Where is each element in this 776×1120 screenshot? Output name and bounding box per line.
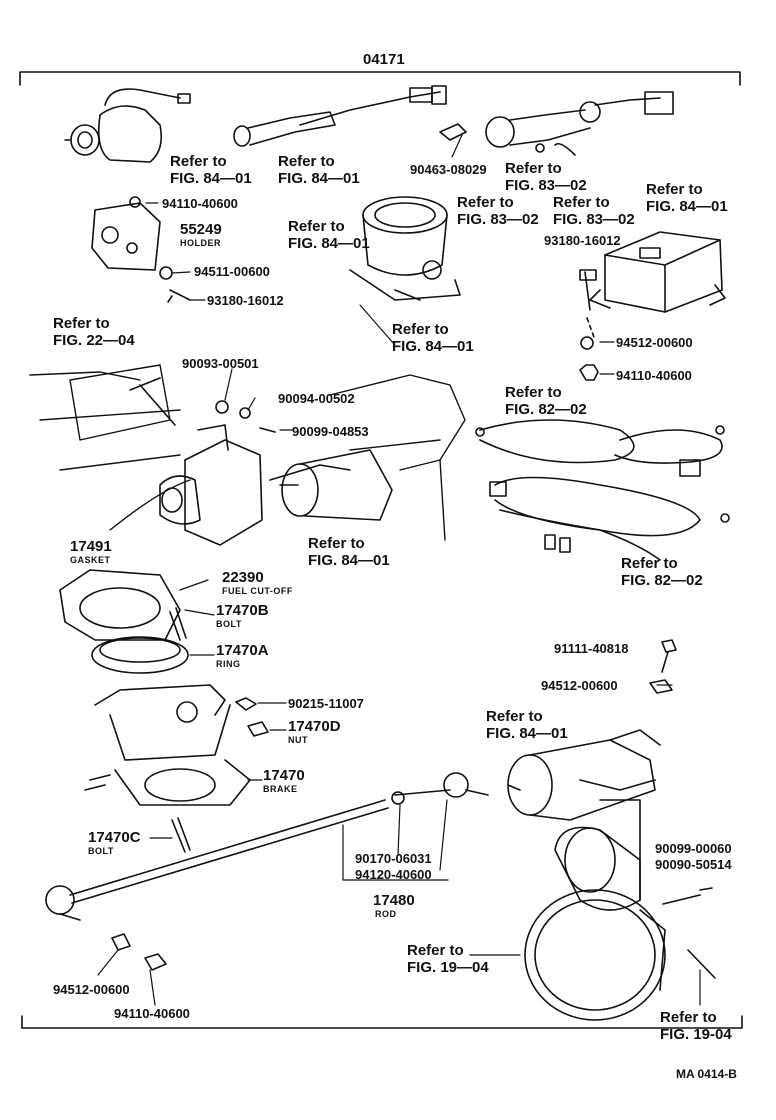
vacuum-housing-icon — [349, 196, 461, 301]
screw-icon — [579, 269, 597, 311]
wiring-harness-icon — [475, 419, 730, 561]
top-bracket — [19, 71, 741, 86]
part-number: 17470B — [216, 602, 269, 619]
part-number: 17470 — [263, 767, 305, 784]
bolt-91111-icon — [661, 639, 677, 673]
part-name: GASKET — [70, 555, 111, 565]
washer-91111-icon — [649, 679, 673, 694]
part-number: 17470D — [288, 718, 341, 735]
part-number: 94110-40600 — [616, 368, 692, 383]
group-code: 04171 — [363, 51, 405, 68]
holder-bracket-icon — [91, 202, 161, 271]
bolt-icon — [167, 289, 191, 303]
leader-lines — [97, 134, 701, 1006]
switch-cable-icon — [485, 91, 674, 156]
part-number: 17491 — [70, 538, 112, 555]
washer-94512-icon — [111, 933, 131, 951]
part-name: BOLT — [88, 846, 114, 856]
part-name: HOLDER — [180, 238, 221, 248]
part-number: 55249 — [180, 221, 222, 238]
nut-17470d-icon — [247, 721, 269, 737]
part-number: 94120-40600 — [355, 867, 432, 882]
part-number: 90094-00502 — [278, 391, 355, 406]
part-number: 17470A — [216, 642, 269, 659]
figure-code: MA 0414-B — [676, 1067, 737, 1081]
part-number: 93180-16012 — [544, 233, 621, 248]
dash-line — [586, 317, 596, 341]
part-name: ROD — [375, 909, 397, 919]
nut-icon — [129, 196, 141, 208]
fuel-cut-off-solenoid-icon — [159, 424, 393, 546]
part-number: 90090-50514 — [655, 857, 732, 872]
part-number: 91111-40818 — [554, 641, 629, 656]
part-number: 90099-00060 — [655, 841, 732, 856]
clip-icon — [439, 123, 467, 141]
part-name: BRAKE — [263, 784, 298, 794]
part-number: 94512-00600 — [541, 678, 618, 693]
part-number: 90170-06031 — [355, 851, 432, 866]
part-number: 94512-00600 — [616, 335, 693, 350]
hex-nut-icon — [579, 364, 599, 381]
clamp-band-icon — [524, 889, 666, 1021]
exhaust-brake-icon — [84, 684, 251, 806]
connector-harness-icon — [233, 85, 447, 147]
part-number: 94110-40600 — [162, 196, 238, 211]
rod-icon — [45, 772, 489, 921]
part-name: FUEL CUT-OFF — [222, 586, 293, 596]
control-relay-icon — [589, 231, 726, 313]
bolt-90099-icon — [662, 887, 713, 905]
solenoid-switch-icon — [64, 88, 191, 163]
stud-icon — [129, 377, 176, 426]
bottom-bracket — [21, 1015, 743, 1029]
part-number: 90099-04853 — [292, 424, 369, 439]
part-number: 90093-00501 — [182, 356, 259, 371]
part-name: BOLT — [216, 619, 242, 629]
actuator-icon — [507, 729, 661, 821]
part-number: 93180-16012 — [207, 293, 284, 308]
washer-icon — [159, 266, 173, 280]
gasket-icon — [59, 569, 181, 641]
part-number: 94511-00600 — [194, 264, 270, 279]
part-number: 90463-08029 — [410, 162, 487, 177]
part-number: 94110-40600 — [114, 1006, 190, 1021]
mounting-bracket-icon — [554, 799, 641, 911]
bolt-17470c-icon — [171, 817, 191, 853]
part-number: 17480 — [373, 892, 415, 909]
part-number: 94512-00600 — [53, 982, 130, 997]
nut-94110-icon — [144, 953, 167, 971]
part-name: NUT — [288, 735, 308, 745]
part-number: 90215-11007 — [288, 696, 364, 711]
part-number: 22390 — [222, 569, 264, 586]
lock-washer-icon — [580, 336, 594, 350]
ring-icon — [91, 636, 189, 674]
bolt-17470b-icon — [169, 607, 187, 641]
part-name: RING — [216, 659, 241, 669]
nut-90215-icon — [235, 697, 257, 711]
manifold-outline-icon — [29, 364, 466, 541]
stud-19-04-icon — [687, 949, 716, 979]
part-number: 17470C — [88, 829, 141, 846]
